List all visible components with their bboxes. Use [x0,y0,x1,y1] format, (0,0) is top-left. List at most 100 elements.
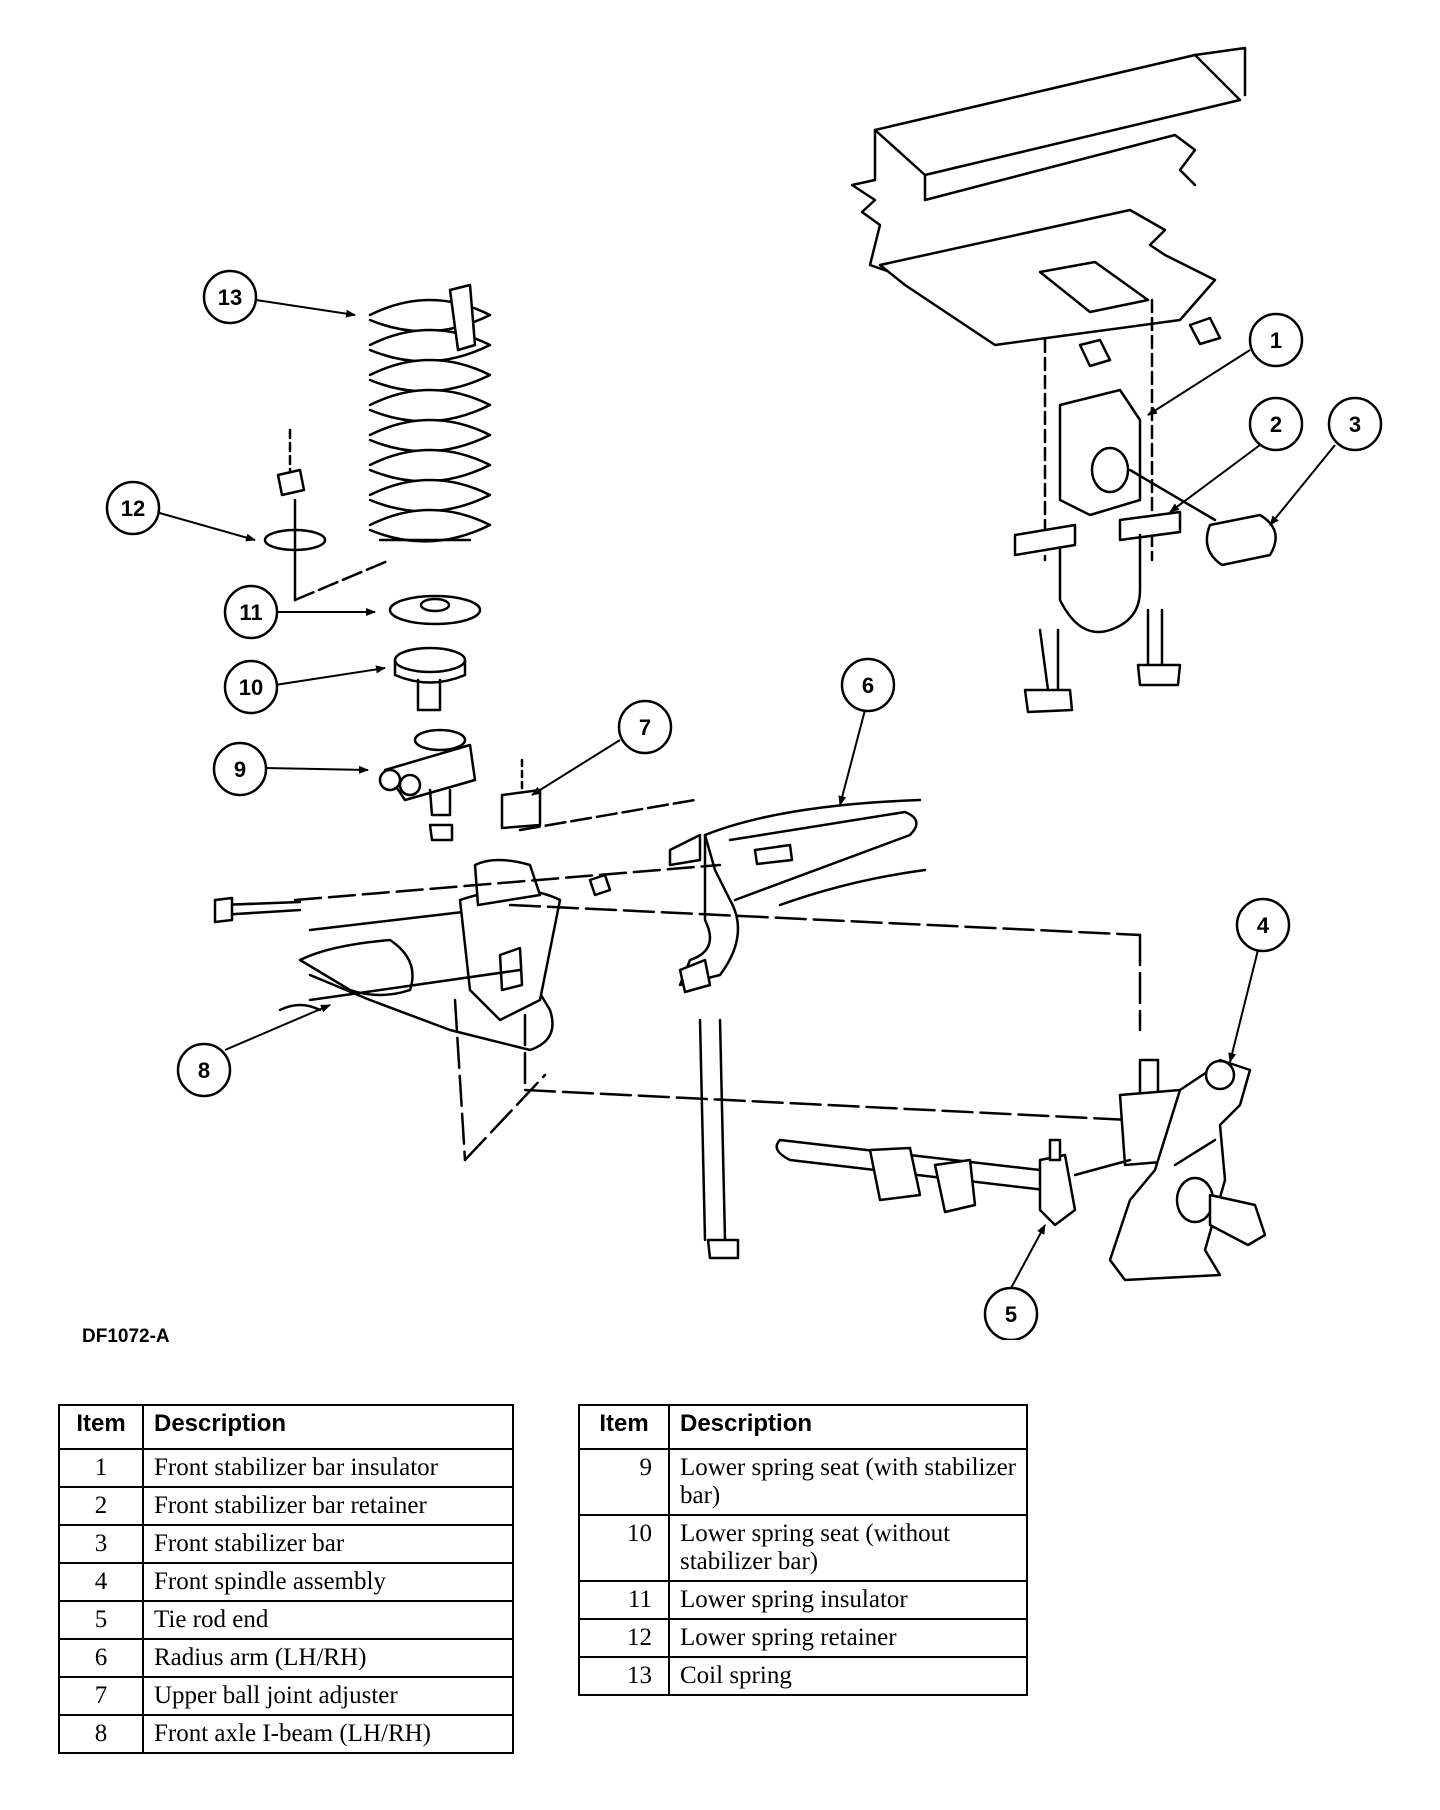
callout-8: 8 [176,1042,232,1098]
callout-6: 6 [840,657,896,713]
item-number: 3 [58,1524,144,1564]
callout-12-label: 12 [121,496,145,521]
header-item: Item [58,1404,144,1450]
item-description: Tie rod end [142,1600,514,1640]
leader-1 [1147,349,1251,416]
callout-2: 2 [1248,396,1304,452]
item-description: Lower spring seat (without stabilizer ba… [668,1514,1028,1582]
leader-10 [274,665,386,686]
callout-1: 1 [1248,312,1304,368]
callout-9-label: 9 [234,757,246,782]
upper-ball-joint-adjuster [500,758,542,830]
lower-spring-seat-10 [393,646,467,712]
retainer-bolts [1023,608,1182,714]
item-number: 12 [578,1618,670,1658]
callout-13: 13 [202,269,258,325]
stabilizer-bar [1128,468,1277,567]
item-number: 5 [58,1600,144,1640]
item-description: Radius arm (LH/RH) [142,1638,514,1678]
insulator-clips [1078,316,1222,368]
callout-10-label: 10 [239,675,263,700]
frame-crossmember [850,46,1247,347]
callout-9: 9 [212,741,268,797]
callout-7-label: 7 [639,715,651,740]
callout-12: 12 [105,480,161,536]
callout-10: 10 [223,659,279,715]
leader-5 [1009,1224,1046,1291]
item-description: Lower spring retainer [668,1618,1028,1658]
callout-13-label: 13 [218,285,242,310]
tie-rod-end [775,1138,1132,1227]
leader-4 [1228,949,1259,1063]
leader-9 [264,765,369,774]
item-number: 9 [578,1448,670,1516]
callout-3-label: 3 [1349,412,1361,437]
item-number: 1 [58,1448,144,1488]
radius-arm [668,798,927,1260]
callout-7: 7 [617,699,673,755]
front-spindle-assembly [1108,1058,1267,1282]
leader-2 [1169,444,1261,513]
callout-6-label: 6 [862,673,874,698]
leader-7 [531,739,621,796]
callout-8-label: 8 [198,1058,210,1083]
item-number: 11 [578,1580,670,1620]
item-number: 13 [578,1656,670,1696]
item-number: 4 [58,1562,144,1602]
item-number: 2 [58,1486,144,1526]
assembly-guide-lines [453,798,1142,1162]
item-description: Upper ball joint adjuster [142,1676,514,1716]
header-description: Description [142,1404,514,1450]
item-description: Front spindle assembly [142,1562,514,1602]
item-description: Coil spring [668,1656,1028,1696]
stabilizer-bar-retainer [1013,510,1182,634]
leader-13 [255,299,356,318]
suspension-exploded-diagram: 13 12 11 10 9 8 7 6 1 2 3 4 5 [105,46,1383,1340]
lower-spring-seat-9 [378,728,477,842]
leader-3 [1269,444,1336,526]
legend-header-row: Item Description [58,1404,514,1450]
item-description: Front stabilizer bar retainer [142,1486,514,1526]
item-number: 6 [58,1638,144,1678]
callout-1-label: 1 [1270,328,1282,353]
diagram-code: DF1072-A [82,1326,170,1347]
item-number: 8 [58,1714,144,1754]
callout-5-label: 5 [1005,1302,1017,1327]
item-description: Front stabilizer bar insulator [142,1448,514,1488]
item-number: 10 [578,1514,670,1582]
front-axle-i-beam [213,858,722,1052]
callout-5: 5 [983,1286,1039,1340]
callout-2-label: 2 [1270,412,1282,437]
item-description: Lower spring seat (with stabilizer bar) [668,1448,1028,1516]
callout-leaders [155,299,1336,1291]
item-description: Front axle I-beam (LH/RH) [142,1714,514,1754]
item-description: Lower spring insulator [668,1580,1028,1620]
coil-spring [368,283,492,543]
callout-4: 4 [1235,897,1291,953]
lower-spring-insulator [388,594,482,626]
legend-header-row: Item Description [578,1404,1028,1450]
callout-3: 3 [1327,396,1383,452]
leader-12 [155,511,256,542]
leader-8 [224,1004,331,1051]
callout-4-label: 4 [1257,913,1270,938]
item-description: Front stabilizer bar [142,1524,514,1564]
item-number: 7 [58,1676,144,1716]
lower-spring-retainer [263,428,392,602]
header-item: Item [578,1404,670,1450]
leader-6 [838,709,866,806]
